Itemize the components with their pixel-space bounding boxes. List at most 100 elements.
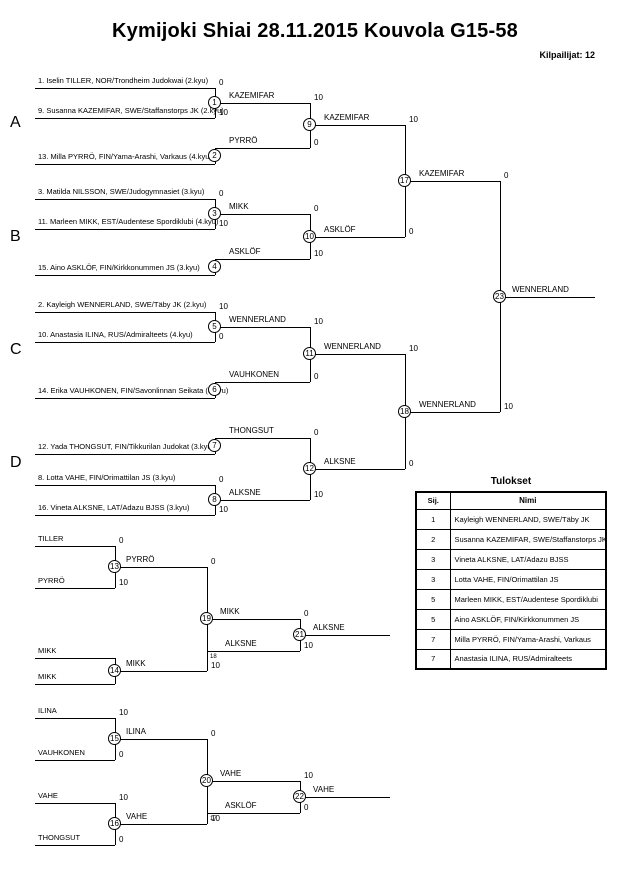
- match-number-badge: 14: [108, 664, 121, 677]
- match-score: 0: [504, 171, 509, 180]
- match-score: 10: [119, 708, 128, 717]
- player-entry: MIKK: [38, 646, 57, 655]
- bracket-line: [215, 103, 310, 104]
- match-winner-label: ILINA: [126, 727, 147, 736]
- match-score: 0: [304, 609, 309, 618]
- match-number-badge: 23: [493, 290, 506, 303]
- bracket-line: [300, 797, 390, 798]
- results-title: Tulokset: [490, 476, 532, 487]
- bracket-line: [35, 684, 115, 685]
- bracket-line: [310, 469, 405, 470]
- match-score: 10: [314, 490, 323, 499]
- bracket-line: [405, 412, 500, 413]
- match-score: 10: [314, 317, 323, 326]
- bracket-line: [215, 500, 310, 501]
- match-number-badge: 19: [200, 612, 213, 625]
- player-entry: PYRRÖ: [38, 576, 65, 585]
- match-score: 0: [119, 536, 124, 545]
- match-score: 10: [314, 249, 323, 258]
- match-number-badge: 9: [303, 118, 316, 131]
- match-winner-label: PYRRÖ: [229, 136, 258, 145]
- bracket-line: [35, 485, 215, 486]
- bracket-line: [35, 515, 215, 516]
- match-number-badge: 6: [208, 383, 221, 396]
- match-score: 10: [409, 344, 418, 353]
- match-winner-label: VAUHKONEN: [229, 370, 280, 379]
- match-score: 0: [314, 204, 319, 213]
- pool-label-b: B: [10, 228, 21, 245]
- match-number-badge: 16: [108, 817, 121, 830]
- bracket-line: [35, 658, 115, 659]
- results-row: 1 Kayleigh WENNERLAND, SWE/Täby JK: [415, 508, 607, 530]
- result-name: Lotta VAHE, FIN/Orimattilan JS: [449, 568, 607, 590]
- player-entry: 16. Vineta ALKSNE, LAT/Adazu BJSS (3.kyu…: [38, 503, 190, 512]
- results-header-row: Sij. Nimi: [415, 491, 607, 510]
- match-score: 10: [119, 793, 128, 802]
- match-score: 0: [314, 372, 319, 381]
- results-row: 3 Lotta VAHE, FIN/Orimattilan JS: [415, 568, 607, 590]
- match-winner-label: WENNERLAND: [419, 400, 476, 409]
- bracket-line: [215, 327, 310, 328]
- bracket-line: [207, 651, 300, 652]
- match-winner-label: ALKSNE: [324, 457, 356, 466]
- match-score: 10: [504, 402, 513, 411]
- match-number-badge: 1: [208, 96, 221, 109]
- bracket-line: [35, 588, 115, 589]
- pool-label-a: A: [10, 114, 21, 131]
- results-row: 7 Milla PYRRÖ, FIN/Yama-Arashi, Varkaus: [415, 628, 607, 650]
- match-winner-label: WENNERLAND: [324, 342, 381, 351]
- result-rank: 2: [415, 528, 451, 550]
- bracket-line: [35, 454, 215, 455]
- bracket-line: [310, 125, 405, 126]
- match-score: 10: [304, 771, 313, 780]
- bracket-line: [35, 229, 215, 230]
- player-entry: 11. Marleen MIKK, EST/Audentese Spordikl…: [38, 217, 219, 226]
- bracket-line: [115, 739, 207, 740]
- bracket-line: [405, 181, 500, 182]
- results-row: 5 Aino ASKLÖF, FIN/Kirkkonummen JS: [415, 608, 607, 630]
- results-col-rank: Sij.: [415, 491, 451, 510]
- match-number-badge: 11: [303, 347, 316, 360]
- bracket-line: [310, 354, 405, 355]
- player-entry: TILLER: [38, 534, 64, 543]
- bracket-line: [35, 118, 215, 119]
- match-score: 10: [211, 814, 220, 823]
- match-score: 0: [211, 557, 216, 566]
- repechage-entry-label: ALKSNE: [225, 639, 257, 648]
- match-winner-label: VAHE: [313, 785, 335, 794]
- player-entry: 2. Kayleigh WENNERLAND, SWE/Täby JK (2.k…: [38, 300, 207, 309]
- bracket-line: [35, 760, 115, 761]
- bracket-line: [215, 438, 310, 439]
- bracket-line: [207, 781, 300, 782]
- bracket-line: [500, 297, 595, 298]
- bracket-line: [35, 845, 115, 846]
- results-table: Sij. Nimi 1 Kayleigh WENNERLAND, SWE/Täb…: [415, 491, 607, 670]
- result-name: Kayleigh WENNERLAND, SWE/Täby JK: [449, 508, 607, 530]
- match-number-badge: 20: [200, 774, 213, 787]
- match-score: 10: [211, 661, 220, 670]
- bracket-line: [115, 567, 207, 568]
- match-score: 0: [119, 750, 124, 759]
- match-score: 10: [219, 219, 228, 228]
- match-winner-label: THONGSUT: [229, 426, 274, 435]
- result-rank: 3: [415, 568, 451, 590]
- bracket-line: [35, 342, 215, 343]
- bracket-line: [35, 718, 115, 719]
- match-score: 0: [409, 227, 414, 236]
- match-score: 10: [219, 302, 228, 311]
- result-rank: 1: [415, 508, 451, 530]
- match-score: 0: [314, 138, 319, 147]
- player-entry: 3. Matilda NILSSON, SWE/Judogymnasiet (3…: [38, 187, 205, 196]
- match-number-badge: 12: [303, 462, 316, 475]
- match-winner-label: ASKLÖF: [324, 225, 356, 234]
- match-winner-label: KAZEMIFAR: [229, 91, 275, 100]
- results-row: 2 Susanna KAZEMIFAR, SWE/Staffanstorps J…: [415, 528, 607, 550]
- match-number-badge: 7: [208, 439, 221, 452]
- bracket-line: [35, 803, 115, 804]
- result-name: Milla PYRRÖ, FIN/Yama-Arashi, Varkaus: [449, 628, 607, 650]
- match-number-badge: 15: [108, 732, 121, 745]
- match-number-badge: 18: [398, 405, 411, 418]
- result-rank: 5: [415, 588, 451, 610]
- match-score: 10: [119, 578, 128, 587]
